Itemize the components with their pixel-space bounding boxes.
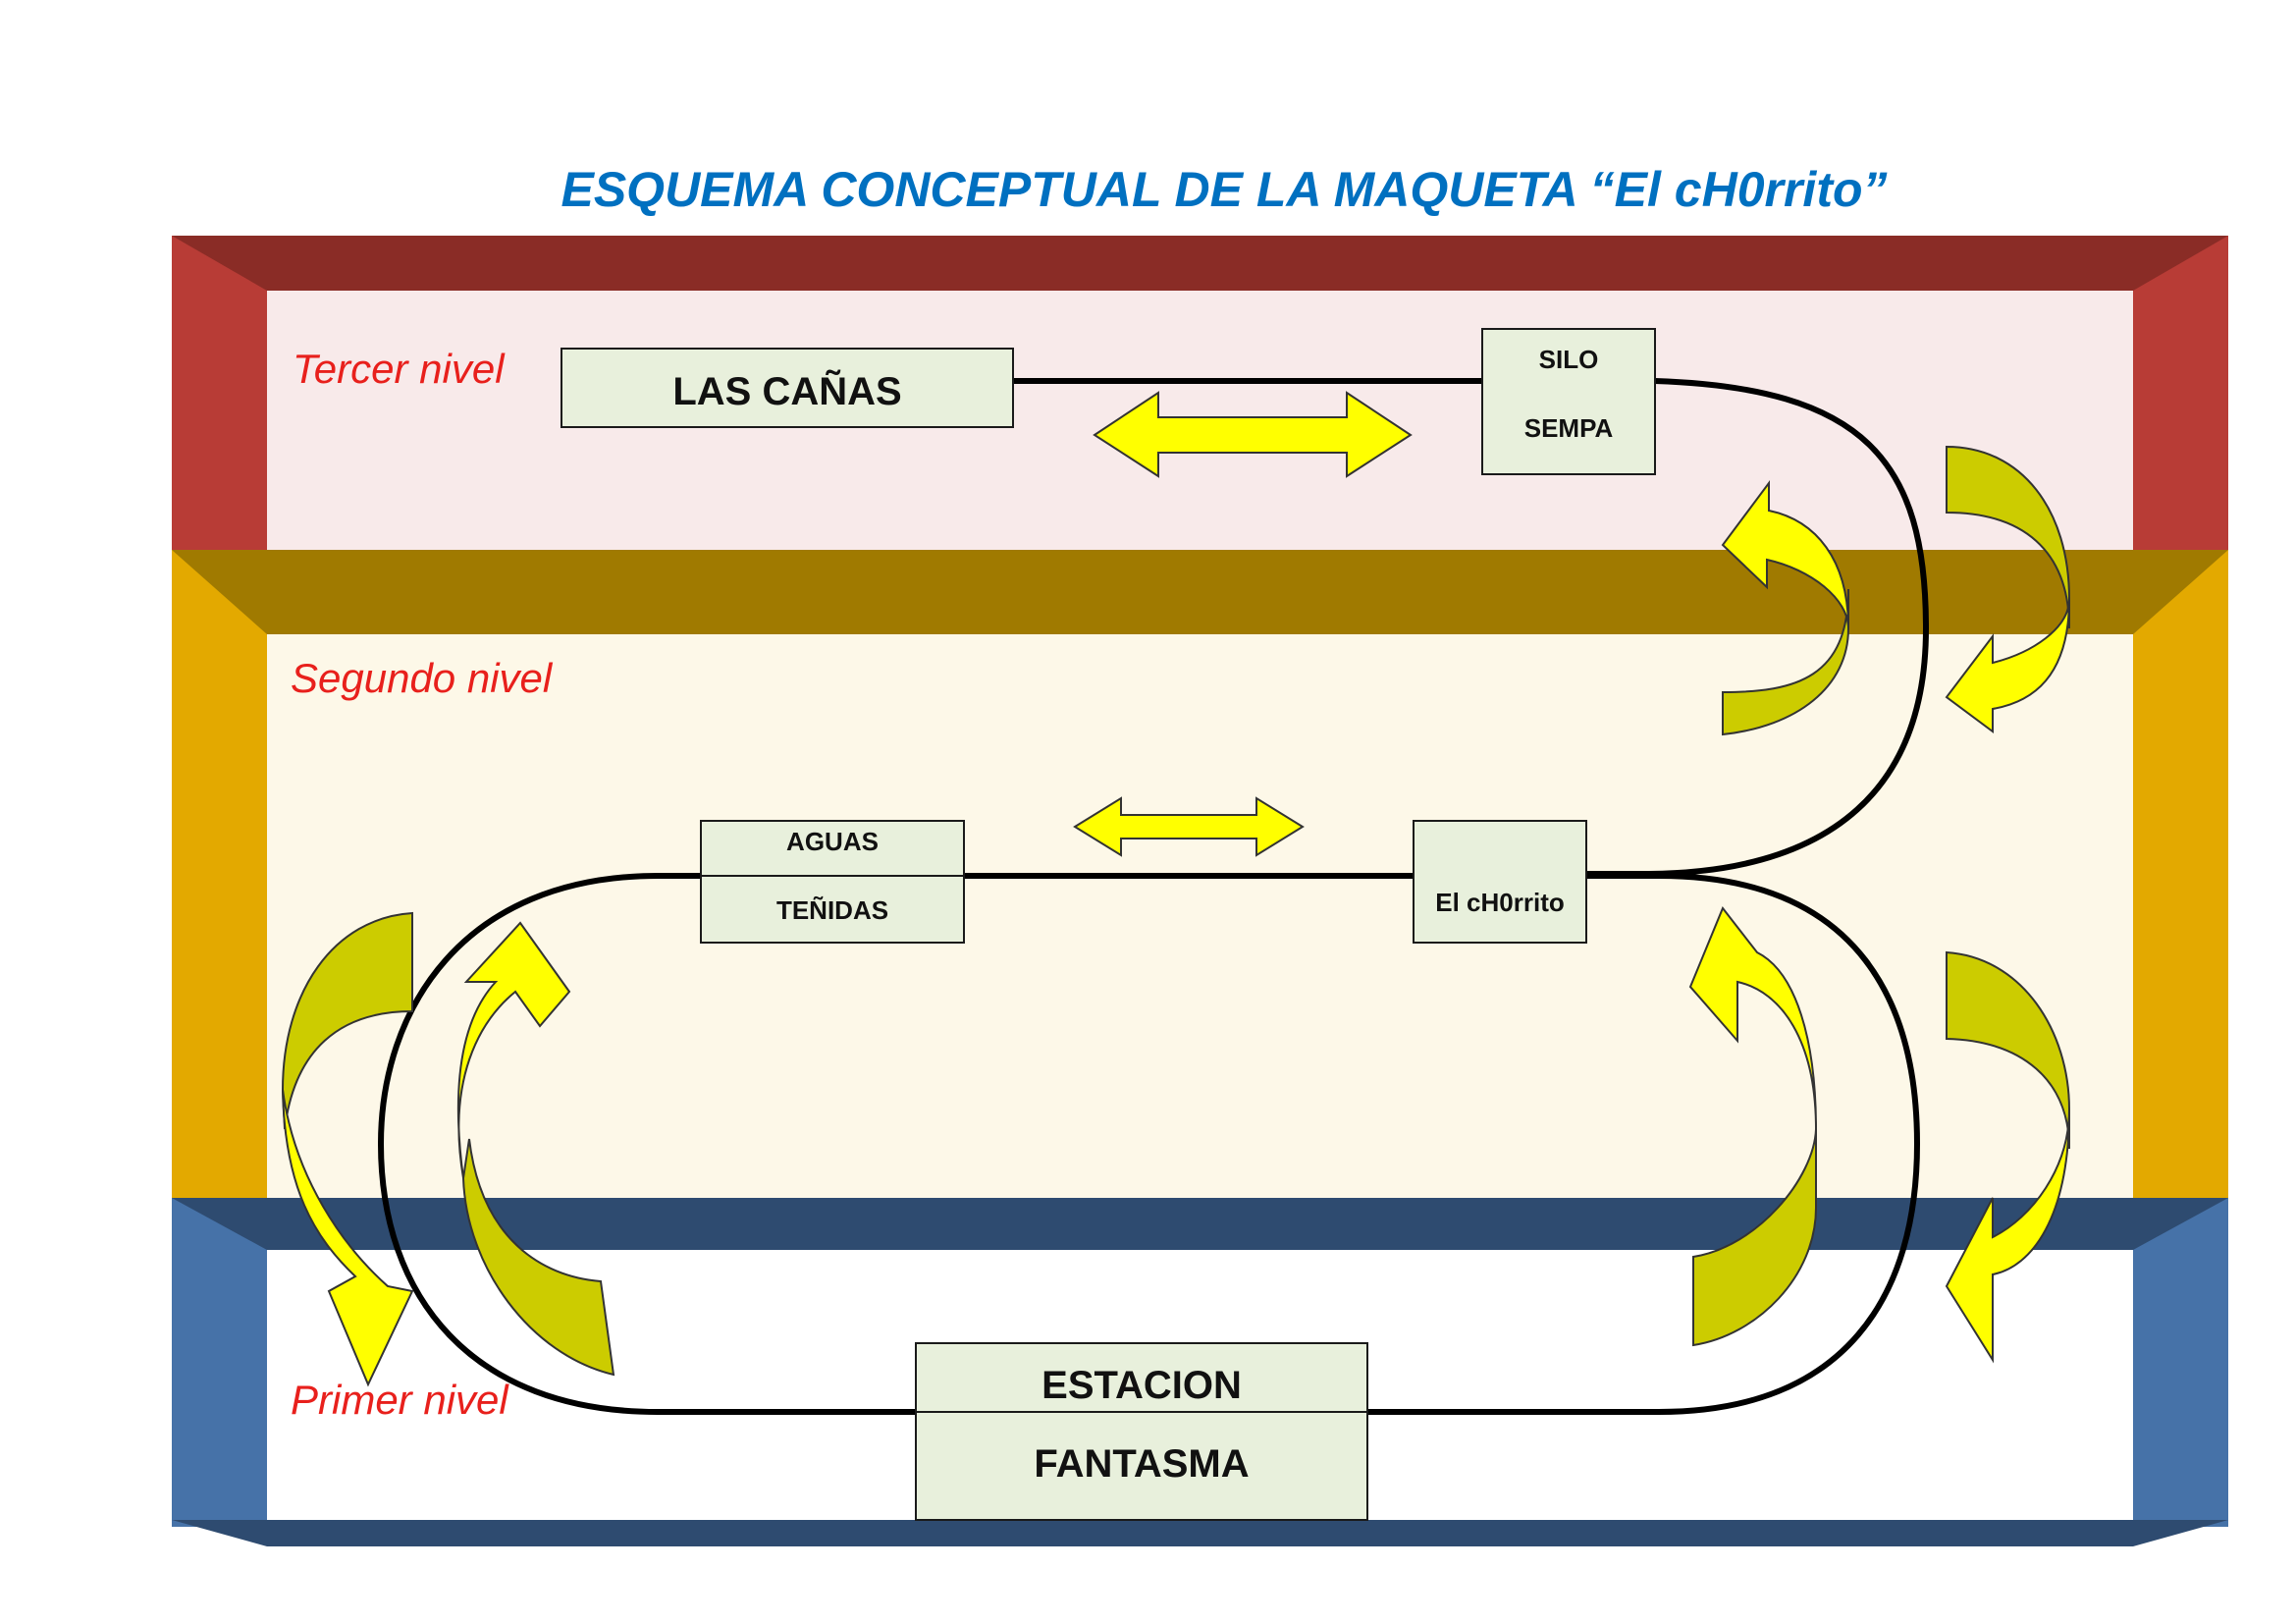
curved-arrow-oval-left-outer (281, 911, 414, 1387)
station-las-canas-label: LAS CAÑAS (672, 368, 901, 413)
station-estacion-fantasma[interactable]: ESTACION FANTASMA (915, 1342, 1368, 1521)
station-sempa-label: SEMPA (1524, 413, 1614, 443)
curved-arrow-helix-down (1945, 445, 2070, 733)
curved-arrow-oval-right-outer (1945, 950, 2070, 1364)
station-chorrito-label: El cH0rrito (1435, 888, 1565, 917)
station-silo-label: SILO (1539, 345, 1599, 374)
station-las-canas[interactable]: LAS CAÑAS (561, 348, 1014, 428)
second-level-label: Segundo nivel (291, 655, 554, 701)
curved-arrow-helix-up (1721, 479, 1849, 736)
third-level-label: Tercer nivel (293, 346, 506, 392)
diagram-title: ESQUEMA CONCEPTUAL DE LA MAQUETA “El cH0… (561, 162, 1887, 217)
first-level-label: Primer nivel (291, 1377, 509, 1423)
helix-track-upper (1551, 378, 1930, 877)
station-silo-sempa[interactable]: SILO SEMPA (1481, 328, 1656, 475)
station-aguas-tenidas[interactable]: AGUAS TEÑIDAS (700, 820, 965, 944)
station-aguas-label: AGUAS (786, 827, 879, 856)
station-estacion-label: ESTACION (1041, 1364, 1242, 1407)
station-el-chorrito[interactable]: El cH0rrito (1413, 820, 1587, 944)
third-level-frame (172, 236, 2228, 550)
curved-arrow-oval-right-inner (1688, 906, 1817, 1347)
double-arrow-second-level (1073, 796, 1305, 857)
second-level-area (267, 634, 2133, 1198)
station-tenidas-label: TEÑIDAS (776, 895, 888, 925)
station-fantasma-label: FANTASMA (1034, 1442, 1249, 1486)
double-arrow-third-level (1093, 391, 1413, 478)
curved-arrow-oval-left-inner (456, 921, 615, 1377)
